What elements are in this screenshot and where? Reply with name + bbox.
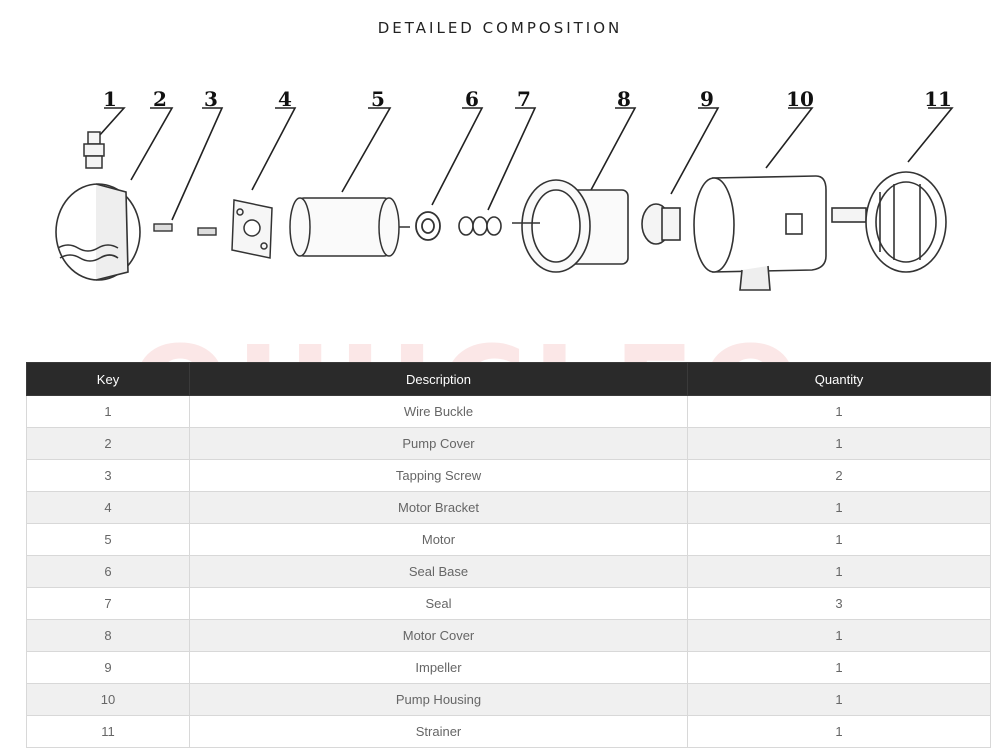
cell-quantity: 1 — [687, 651, 991, 684]
callout-6: 6 — [465, 87, 479, 111]
callout-1: 1 — [103, 87, 117, 111]
exploded-view-diagram: 1 2 3 4 5 6 7 8 9 10 11 — [55, 87, 954, 291]
cell-quantity: 1 — [687, 555, 991, 588]
cell-description: Motor Cover — [189, 619, 688, 652]
cell-key: 8 — [26, 619, 190, 652]
cell-description: Impeller — [189, 651, 688, 684]
cell-key: 9 — [26, 651, 190, 684]
cell-quantity: 1 — [687, 427, 991, 460]
page-title: DETAILED COMPOSITION — [377, 19, 623, 37]
cell-quantity: 1 — [687, 523, 991, 556]
cell-key: 11 — [26, 715, 190, 748]
cell-quantity: 1 — [687, 683, 991, 716]
cell-key: 5 — [26, 523, 190, 556]
pump-cover-part — [55, 183, 141, 281]
cell-description: Motor Bracket — [189, 491, 688, 524]
cell-key: 6 — [26, 555, 190, 588]
strainer-part — [831, 171, 947, 273]
callout-3: 3 — [204, 87, 218, 111]
callout-2: 2 — [153, 87, 167, 111]
cell-quantity: 3 — [687, 587, 991, 620]
seal-part — [458, 216, 502, 236]
callout-7: 7 — [517, 87, 531, 111]
cell-quantity: 1 — [687, 395, 991, 428]
seal-base-part — [415, 211, 441, 241]
cell-key: 7 — [26, 587, 190, 620]
cell-description: Pump Cover — [189, 427, 688, 460]
cell-description: Wire Buckle — [189, 395, 688, 428]
table-header-row: Key Description Quantity — [26, 362, 991, 396]
cell-description: Seal — [189, 587, 688, 620]
cell-key: 2 — [26, 427, 190, 460]
pump-housing-part — [693, 175, 827, 291]
wire-buckle-part — [83, 131, 105, 169]
cell-description: Motor — [189, 523, 688, 556]
callout-5: 5 — [371, 87, 385, 111]
cell-quantity: 2 — [687, 459, 991, 492]
header-description: Description — [189, 362, 688, 396]
cell-description: Seal Base — [189, 555, 688, 588]
callout-11: 11 — [924, 87, 952, 111]
callout-9: 9 — [700, 87, 714, 111]
motor-cover-part — [512, 179, 629, 273]
cell-quantity: 1 — [687, 715, 991, 748]
cell-description: Pump Housing — [189, 683, 688, 716]
cell-key: 10 — [26, 683, 190, 716]
cell-description: Tapping Screw — [189, 459, 688, 492]
cell-key: 1 — [26, 395, 190, 428]
header-quantity: Quantity — [687, 362, 991, 396]
cell-quantity: 1 — [687, 491, 991, 524]
motor-bracket-part — [231, 199, 273, 259]
cell-key: 4 — [26, 491, 190, 524]
tapping-screw-part — [153, 223, 217, 236]
callout-8: 8 — [617, 87, 631, 111]
callout-4: 4 — [278, 87, 292, 111]
cell-key: 3 — [26, 459, 190, 492]
header-key: Key — [26, 362, 190, 396]
motor-part — [289, 197, 410, 257]
cell-description: Strainer — [189, 715, 688, 748]
callout-10: 10 — [786, 87, 814, 111]
impeller-part — [641, 203, 681, 245]
cell-quantity: 1 — [687, 619, 991, 652]
